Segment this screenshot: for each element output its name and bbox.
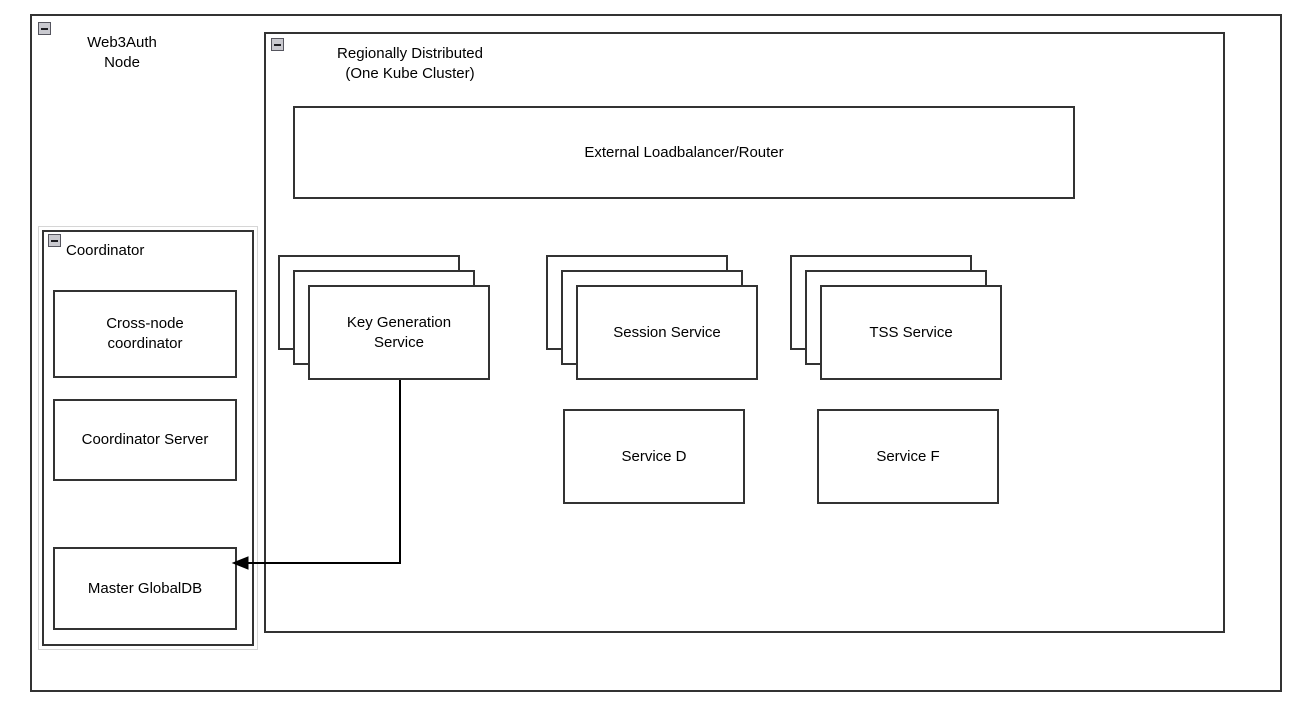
session-service-box[interactable]: Session Service: [576, 285, 758, 380]
tss-service-box[interactable]: TSS Service: [820, 285, 1002, 380]
tss-service-stack[interactable]: TSS Service: [790, 255, 1002, 380]
master-globaldb-box[interactable]: Master GlobalDB: [53, 547, 237, 630]
regionally-distributed-collapse-icon[interactable]: [271, 38, 284, 51]
key-generation-service-stack[interactable]: Key Generation Service: [278, 255, 490, 380]
key-generation-service-box[interactable]: Key Generation Service: [308, 285, 490, 380]
web3auth-node-collapse-icon[interactable]: [38, 22, 51, 35]
session-service-stack[interactable]: Session Service: [546, 255, 758, 380]
service-f-box[interactable]: Service F: [817, 409, 999, 504]
service-d-box[interactable]: Service D: [563, 409, 745, 504]
cross-node-coordinator-box[interactable]: Cross-node coordinator: [53, 290, 237, 378]
coordinator-server-box[interactable]: Coordinator Server: [53, 399, 237, 481]
external-loadbalancer-box[interactable]: External Loadbalancer/Router: [293, 106, 1075, 199]
coordinator-collapse-icon[interactable]: [48, 234, 61, 247]
